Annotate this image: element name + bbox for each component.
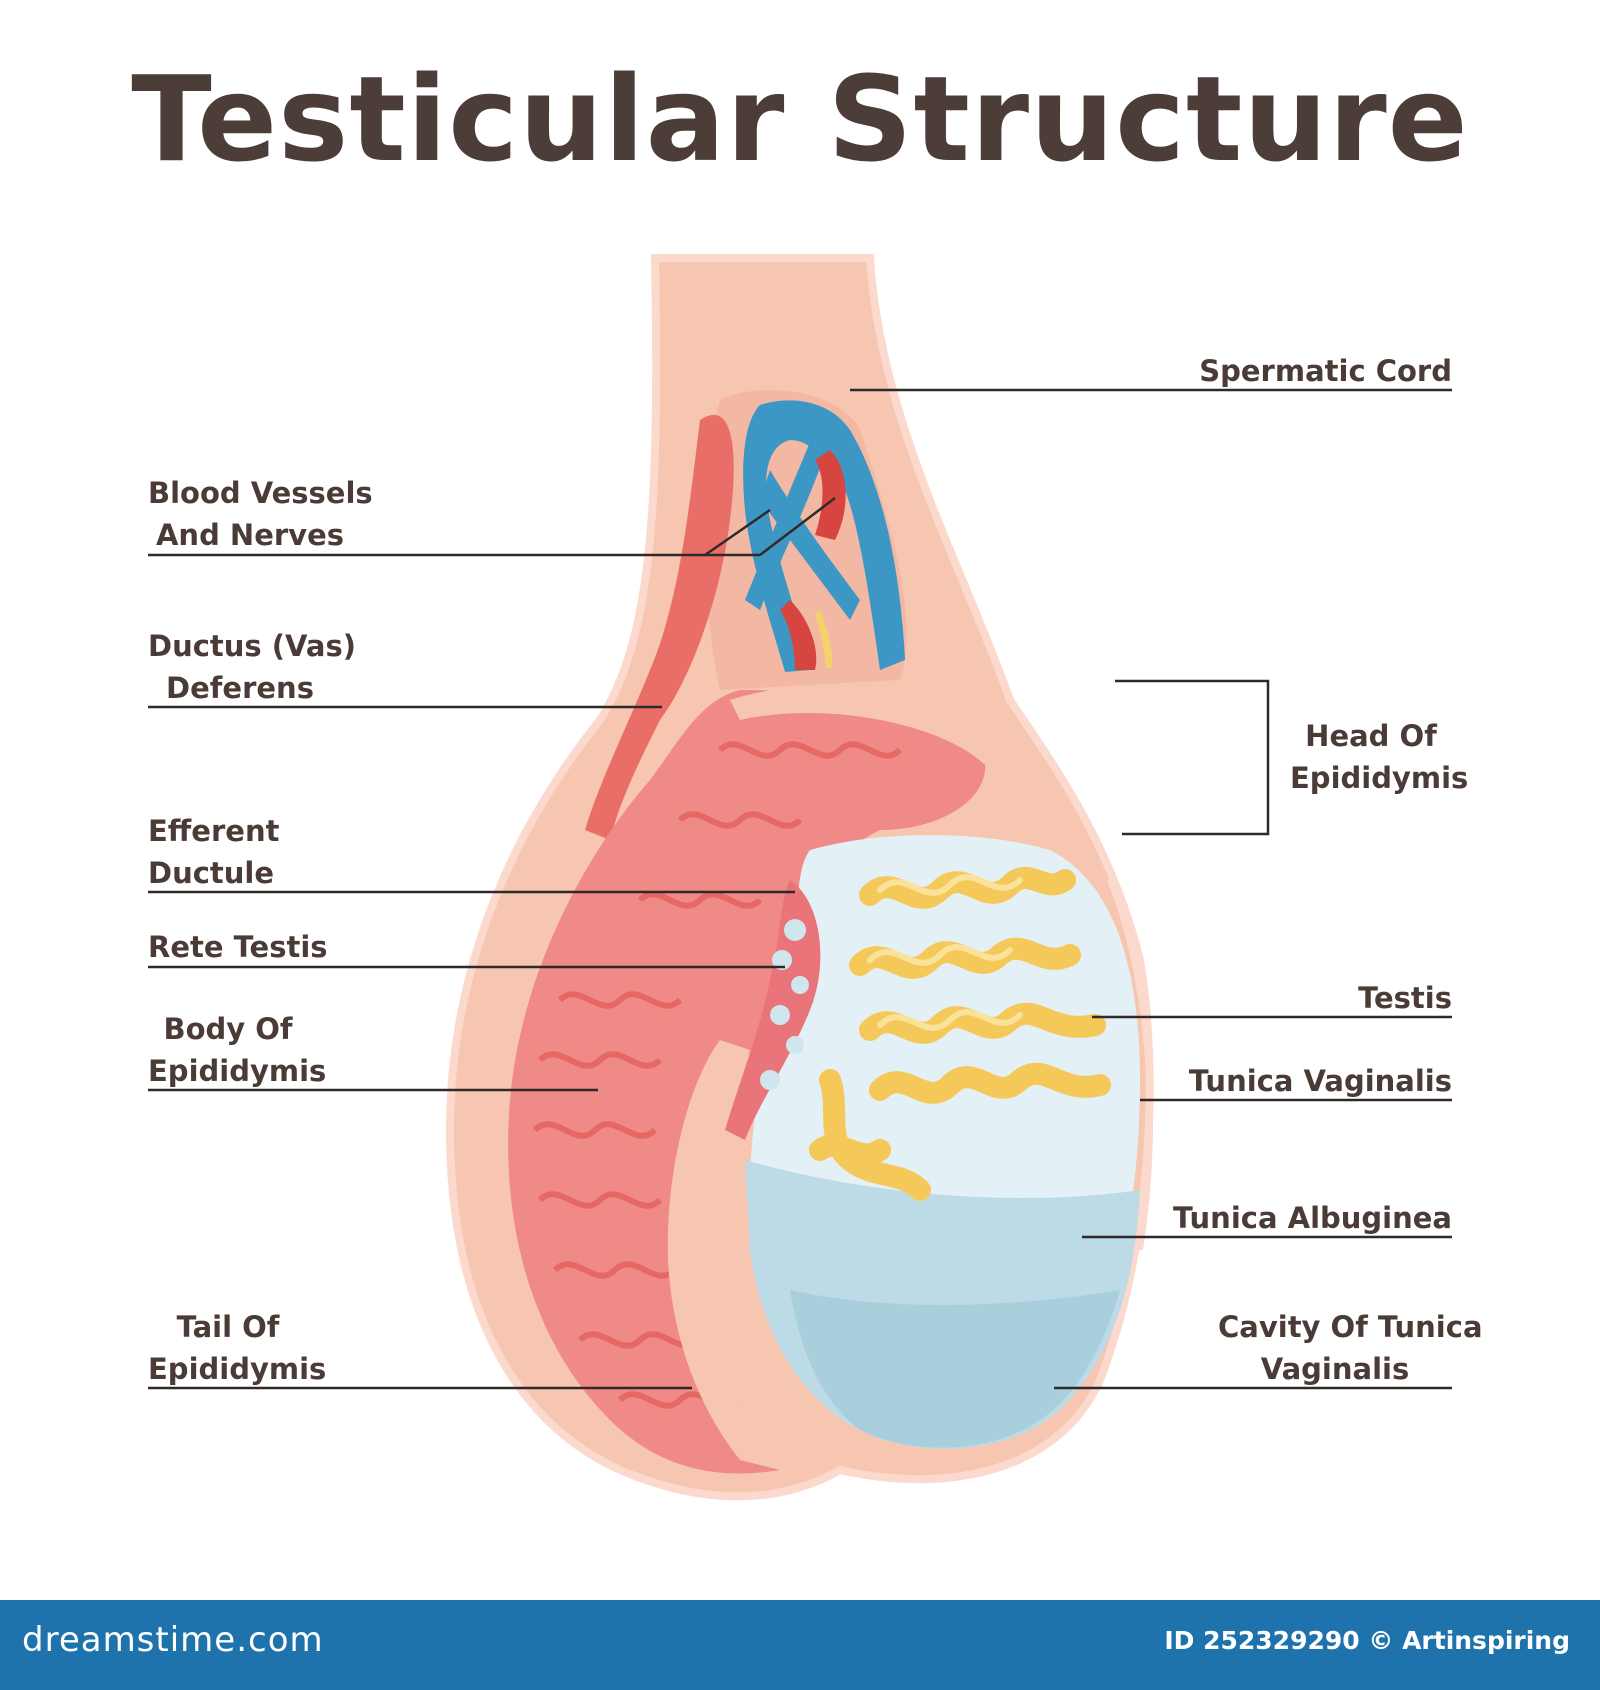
testis-bottom: [790, 1290, 1120, 1448]
ductus-deferens: [585, 414, 734, 840]
label-tunica-vaginalis: Tunica Vaginalis: [1188, 1064, 1452, 1098]
label-head-epididymis: Head Of Epididymis: [1290, 719, 1469, 795]
rete-spaces: [760, 919, 809, 1090]
footer-bar: dreamstime.com ID 252329290 © Artinspiri…: [0, 1600, 1600, 1690]
label-testis: Testis: [1358, 981, 1452, 1015]
label-ductus-deferens: Ductus (Vas) Deferens: [148, 629, 356, 705]
artery-lower: [780, 600, 817, 670]
page-title: Testicular Structure: [131, 50, 1469, 188]
epididymis: [508, 690, 986, 1474]
label-blood-vessels: Blood Vessels And Nerves: [148, 476, 373, 552]
tunica-vaginalis-fold: [667, 1040, 780, 1470]
blood-vessels: [743, 400, 905, 672]
head-cap: [730, 685, 1000, 770]
tubule-highlights: [867, 874, 1023, 1031]
testis-diagram: [148, 254, 1452, 1501]
artery: [815, 450, 846, 540]
footer-credit: ID 252329290 © Artinspiring: [1164, 1626, 1570, 1655]
leader-lines: [148, 388, 1452, 1390]
label-cavity-tunica: Cavity Of Tunica Vaginalis: [1218, 1310, 1483, 1386]
seminiferous-tubules: [809, 866, 1111, 1201]
nerve: [815, 610, 833, 668]
label-tunica-albuginea: Tunica Albuginea: [1172, 1201, 1452, 1235]
label-body-epididymis: Body Of Epididymis: [148, 1012, 327, 1088]
footer-brand[interactable]: dreamstime.com: [22, 1620, 324, 1660]
label-tail-epididymis: Tail Of Epididymis: [148, 1310, 327, 1386]
label-efferent-ductule: Efferent Ductule: [148, 814, 280, 890]
label-rete-testis: Rete Testis: [148, 930, 328, 964]
epididymis-coils: [532, 741, 903, 1409]
label-spermatic-cord: Spermatic Cord: [1199, 354, 1452, 388]
